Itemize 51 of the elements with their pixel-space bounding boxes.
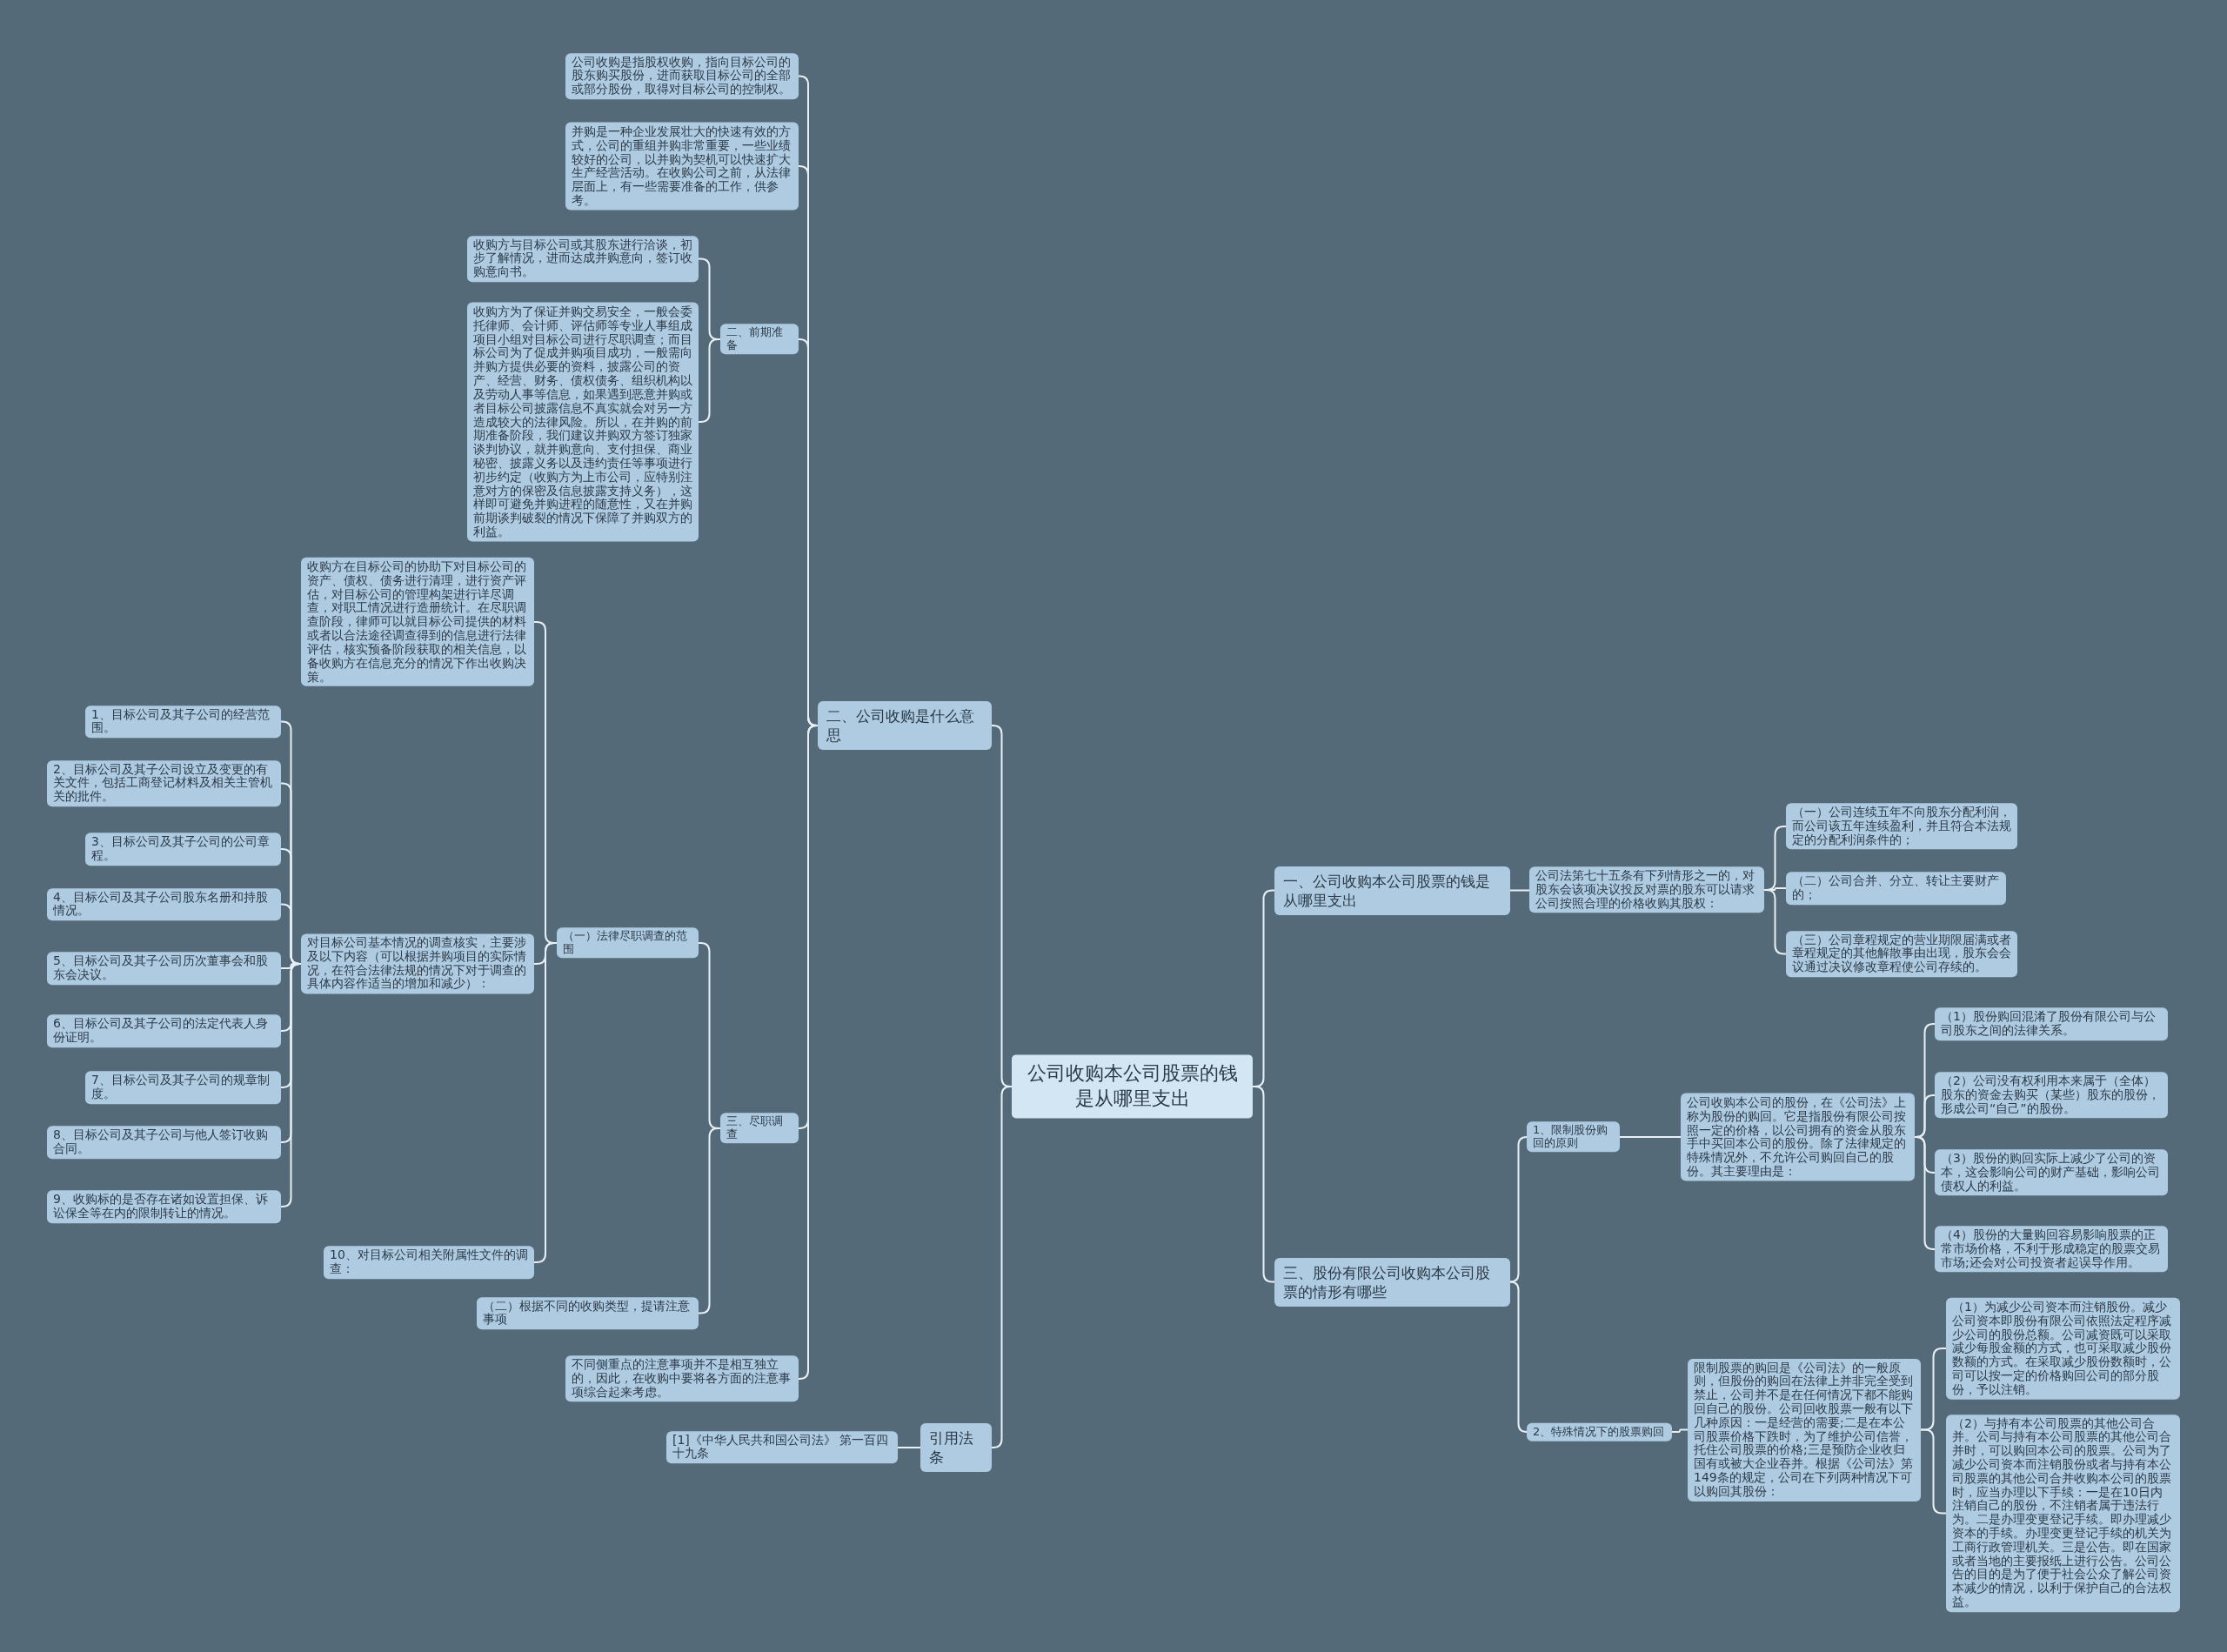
connector-line bbox=[1671, 1428, 1689, 1433]
topic-box: 2、目标公司及其子公司设立及变更的有关文件，包括工商登记材料及相关主管机关的批件。 bbox=[47, 759, 281, 807]
topic-box: 6、目标公司及其子公司的法定代表人身份证明。 bbox=[47, 1014, 281, 1047]
topic-box: （2）公司没有权利用本来属于（全体）股东的资金去购买（某些）股东的股份，形成公司“自己”的股份。 bbox=[1935, 1072, 2168, 1119]
topic-box: （二）根据不同的收购类型，提请注意事项 bbox=[477, 1296, 699, 1330]
connector-line bbox=[1619, 1136, 1682, 1138]
topic-box: （三）公司章程规定的营业期限届满或者章程规定的其他解散事由出现，股东会会议通过决议修改章程使公司存续的。 bbox=[1786, 930, 2017, 978]
topic-box: （1）为减少公司资本而注销股份。减少公司资本即股份有限公司依照法定程序减少公司的股份总额。公司减资既可以采取减少每股金额的方式，也可采取减少股份数额的方式。在采取减少股份数额时，公司可以按一定的价格购回公司的部分股份，予以注销。 bbox=[1946, 1297, 2180, 1400]
connector-line bbox=[280, 963, 302, 1207]
topic-box: （4）股份的大量购回容易影响股票的正常市场价格，不利于形成稳定的股票交易市场;还会对公司投资者起误导作用。 bbox=[1935, 1226, 2168, 1273]
branch-topic-box: 引用法条 bbox=[920, 1422, 992, 1473]
topic-box: 10、对目标公司相关附属性文件的调查： bbox=[324, 1246, 534, 1279]
topic-box: （1）股份购回混淆了股份有限公司与公司股东之间的法律关系。 bbox=[1935, 1007, 2168, 1040]
topic-box: 1、限制股份购回的原则 bbox=[1527, 1121, 1620, 1153]
topic-box: 1、目标公司及其子公司的经营范围。 bbox=[85, 705, 281, 739]
topic-box: 9、收购标的是否存在诸如设置担保、诉讼保全等在内的限制转让的情况。 bbox=[47, 1190, 281, 1223]
topic-box: 不同侧重点的注意事项并不是相互独立的，因此，在收购中要将各方面的注意事项综合起来考虑。 bbox=[565, 1355, 799, 1402]
topic-box: 对目标公司基本情况的调查核实，主要涉及以下内容（可以根据并购项目的实际情况，在符合法律法规的情况下对于调查的具体内容作适当的增加和减少）： bbox=[301, 933, 534, 994]
branch-topic-box: 一、公司收购本公司股票的钱是从哪里支出 bbox=[1274, 866, 1510, 915]
topic-box: 公司收购是指股权收购，指向目标公司的股东购买股份，进而获取目标公司的全部或部分股份，取得对目标公司的控制权。 bbox=[565, 52, 799, 100]
topic-box: （二）公司合并、分立、转让主要财产的； bbox=[1786, 872, 2006, 905]
topic-box: （2）与持有本公司股票的其他公司合并。公司与持有本公司股票的其他公司合并时，可以购回本公司的股票。公司为了减少公司资本而注销股份或者与持有本公司股票的其他公司合并收购本公司的股票时，应当办理以下手续：一是在10日内注销自己的股份，不注销者属于违法行为。二是办理变更登记手续。即办理减少资本的手续。办理变更登记手续的机关为工商行政管理机关。三是公告。即在国家或者当地的主要报纸上进行公告。公司公告的目的是为了便于社会公众了解公司资本减少的情况，以利于保护自己的合法权益。 bbox=[1946, 1414, 2180, 1613]
connector-line bbox=[1509, 889, 1530, 892]
topic-box: （一）法律尽职调查的范围 bbox=[557, 927, 699, 959]
topic-box: （一）公司连续五年不向股东分配利润，而公司该五年连续盈利，并且符合本法规定的分配利润条件的； bbox=[1786, 803, 2017, 850]
topic-box: 收购方为了保证并购交易安全，一般会委托律师、会计师、评估师等专业人事组成项目小组对目标公司进行尽职调查；而目标公司为了促成并购项目成功，一般需向并购方提供必要的资料，披露公司的资产、经营、财务、债权债务、组织机构以及劳动人事等信息，如果遇到恶意并购或者目标公司披露信息不真实就会对另一方造成较大的法律风险。所以，在并购的前期准备阶段，我们建议并购双方签订独家谈判协议，就并购意向、支付担保、商业秘密、披露义务以及违约责任等事项进行初步约定（收购方为上市公司，应特别注意对方的保密及信息披露支持义务），这样即可避免并购进程的随意性，又在并购前期谈判破裂的情况下保障了并购双方的利益。 bbox=[467, 302, 699, 542]
topic-box: 公司法第七十五条有下列情形之一的，对股东会该项决议投反对票的股东可以请求公司按照合理的价格收购其股权： bbox=[1529, 866, 1764, 913]
topic-box: 4、目标公司及其子公司股东名册和持股情况。 bbox=[47, 887, 281, 921]
topic-box: [1]《中华人民共和国公司法》 第一百四十九条 bbox=[666, 1430, 898, 1464]
connector-line bbox=[1914, 1136, 1936, 1250]
topic-box: 并购是一种企业发展壮大的快速有效的方式，公司的重组并购非常重要，一些业绩较好的公司，以并购为契机可以快速扩大生产经营活动。在收购公司之前，从法律层面上，有一些需要准备的工作，供参考。 bbox=[565, 122, 799, 211]
connector-line bbox=[798, 725, 819, 1380]
topic-box: 2、特殊情况下的股票购回 bbox=[1527, 1422, 1672, 1441]
branch-topic-box: 二、公司收购是什么意思 bbox=[818, 700, 992, 751]
topic-box: 限制股票的购回是《公司法》的一般原则，但股份的购回在法律上并非完全受到禁止，公司并不是在任何情况下都不能购回自己的股份。公司回收股票一般有以下几种原因：一是经营的需要;二是在本公司股票价格下跌时，为了维护公司信誉，托住公司股票的价格;三是预防企业收归国有或被大企业吞并。根据《公司法》第149条的规定，公司在下列两种情况下可以购回其股份： bbox=[1688, 1358, 1921, 1502]
central-topic-box: 公司收购本公司股票的钱是从哪里支出 bbox=[1012, 1054, 1253, 1119]
topic-box: 收购方在目标公司的协助下对目标公司的资产、债权、债务进行清理，进行资产评估，对目标公司的管理构架进行详尽调查，对职工情况进行造册统计。在尽职调查阶段，律师可以就目标公司提供的材料或者以合法途径调查得到的信息进行法律评估，核实预备阶段获取的相关信息，以备收购方在信息充分的情况下作出收购决策。 bbox=[301, 557, 534, 687]
topic-box: 8、目标公司及其子公司与他人签订收购合同。 bbox=[47, 1126, 281, 1159]
connector-line bbox=[1509, 1281, 1528, 1433]
topic-box: （3）股份的购回实际上减少了公司的资本，这会影响公司的财产基础，影响公司债权人的利益。 bbox=[1935, 1149, 2168, 1196]
topic-box: 二、前期准备 bbox=[720, 324, 799, 355]
topic-box: 7、目标公司及其子公司的规章制度。 bbox=[85, 1071, 281, 1104]
connector-line bbox=[1509, 1136, 1528, 1283]
topic-box: 5、目标公司及其子公司历次董事会和股东会决议。 bbox=[47, 952, 281, 985]
connector-line bbox=[897, 1447, 921, 1448]
topic-box: 三、尽职调查 bbox=[720, 1113, 799, 1144]
topic-box: 3、目标公司及其子公司的公司章程。 bbox=[85, 833, 281, 866]
branch-topic-box: 三、股份有限公司收购本公司股票的情形有哪些 bbox=[1274, 1257, 1510, 1307]
topic-box: 收购方与目标公司或其股东进行洽谈，初步了解情况，进而达成并购意向，签订收购意向书。 bbox=[467, 235, 699, 283]
topic-box: 公司收购本公司的股份，在《公司法》上称为股份的购回。它是指股份有限公司按照一定的价格，以公司拥有的资金从股东手中买回本公司的股份。除了法律规定的特殊情况外，不允许公司购回自己的股份。其主要理由是： bbox=[1681, 1093, 1915, 1181]
connector-line bbox=[991, 1086, 1013, 1448]
